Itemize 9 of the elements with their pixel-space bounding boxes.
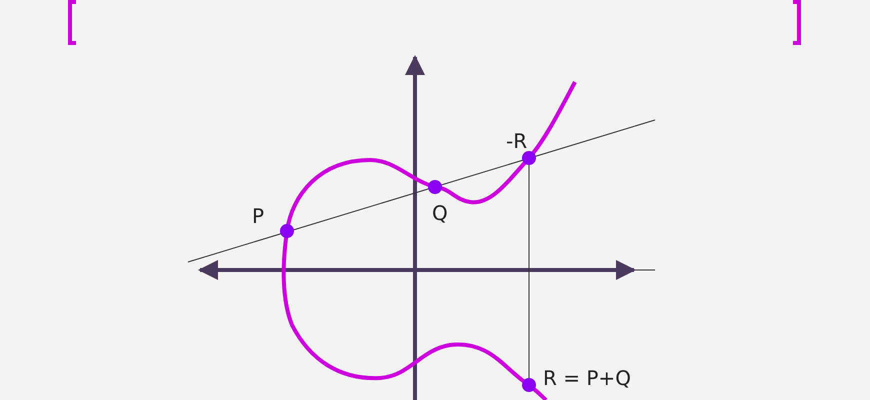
point-label: Q [432,203,448,223]
point-label: P [252,206,264,226]
curve-point [428,180,442,194]
curve-point [522,151,536,165]
curve-point [522,378,536,392]
point-label: -R [506,131,528,151]
point-label: R = P+Q [543,368,631,388]
curve-point [280,224,294,238]
connector-line [528,164,530,378]
